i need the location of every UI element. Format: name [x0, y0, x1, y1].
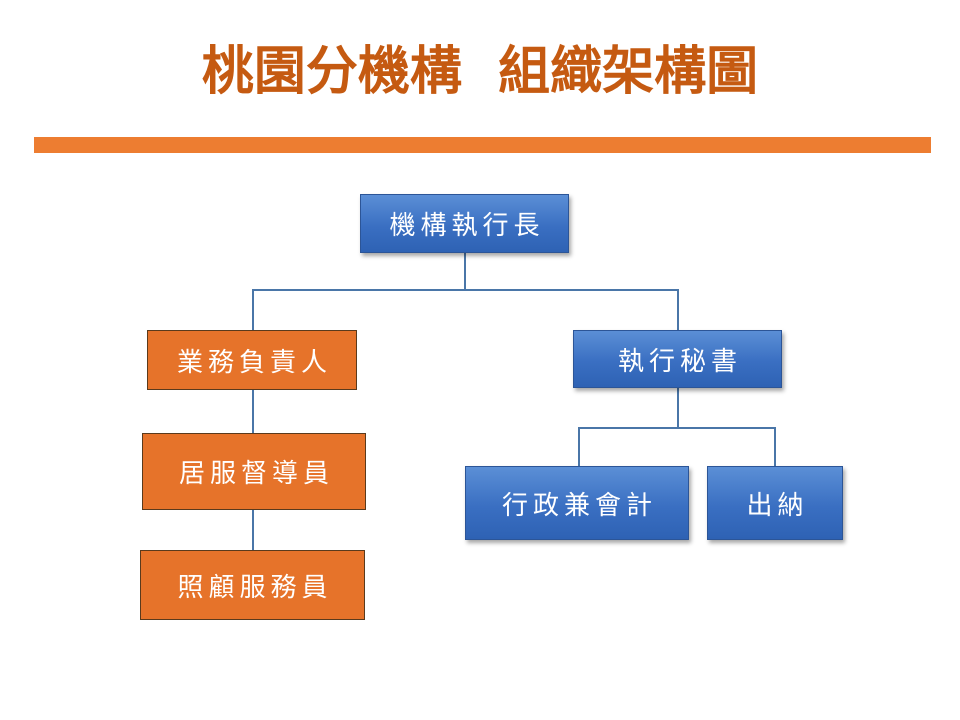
node-admin-accounting-label: 行政兼會計 [501, 490, 657, 521]
node-business-manager-label: 業務負責人 [176, 347, 332, 378]
connector-to-business-manager [252, 289, 254, 330]
node-home-service-supervisor: 居服督導員 [142, 433, 366, 510]
node-cashier: 出納 [707, 466, 843, 540]
node-care-worker: 照顧服務員 [140, 550, 365, 620]
page-title: 桃園分機構 組織架構圖 [201, 41, 759, 102]
title-underline-bar [34, 137, 931, 153]
node-admin-accounting: 行政兼會計 [465, 466, 689, 540]
connector-supervisor-to-care-worker [252, 510, 254, 550]
connector-secretary-down [677, 388, 679, 428]
connector-business-to-supervisor [252, 390, 254, 433]
node-ceo-label: 機構執行長 [389, 211, 545, 241]
connector-level1-horizontal [252, 289, 679, 291]
node-home-service-supervisor-label: 居服督導員 [178, 459, 334, 489]
connector-ceo-down [464, 253, 466, 290]
node-executive-secretary: 執行秘書 [573, 330, 782, 388]
node-care-worker-label: 照顧服務員 [177, 572, 333, 603]
connector-to-admin-accounting [578, 427, 580, 466]
node-ceo: 機構執行長 [360, 194, 569, 253]
connector-to-executive-secretary [677, 289, 679, 330]
node-cashier-label: 出納 [746, 490, 809, 521]
connector-to-cashier [774, 427, 776, 466]
connector-level3-horizontal [578, 427, 776, 429]
node-business-manager: 業務負責人 [147, 330, 357, 390]
node-executive-secretary-label: 執行秘書 [617, 346, 742, 377]
